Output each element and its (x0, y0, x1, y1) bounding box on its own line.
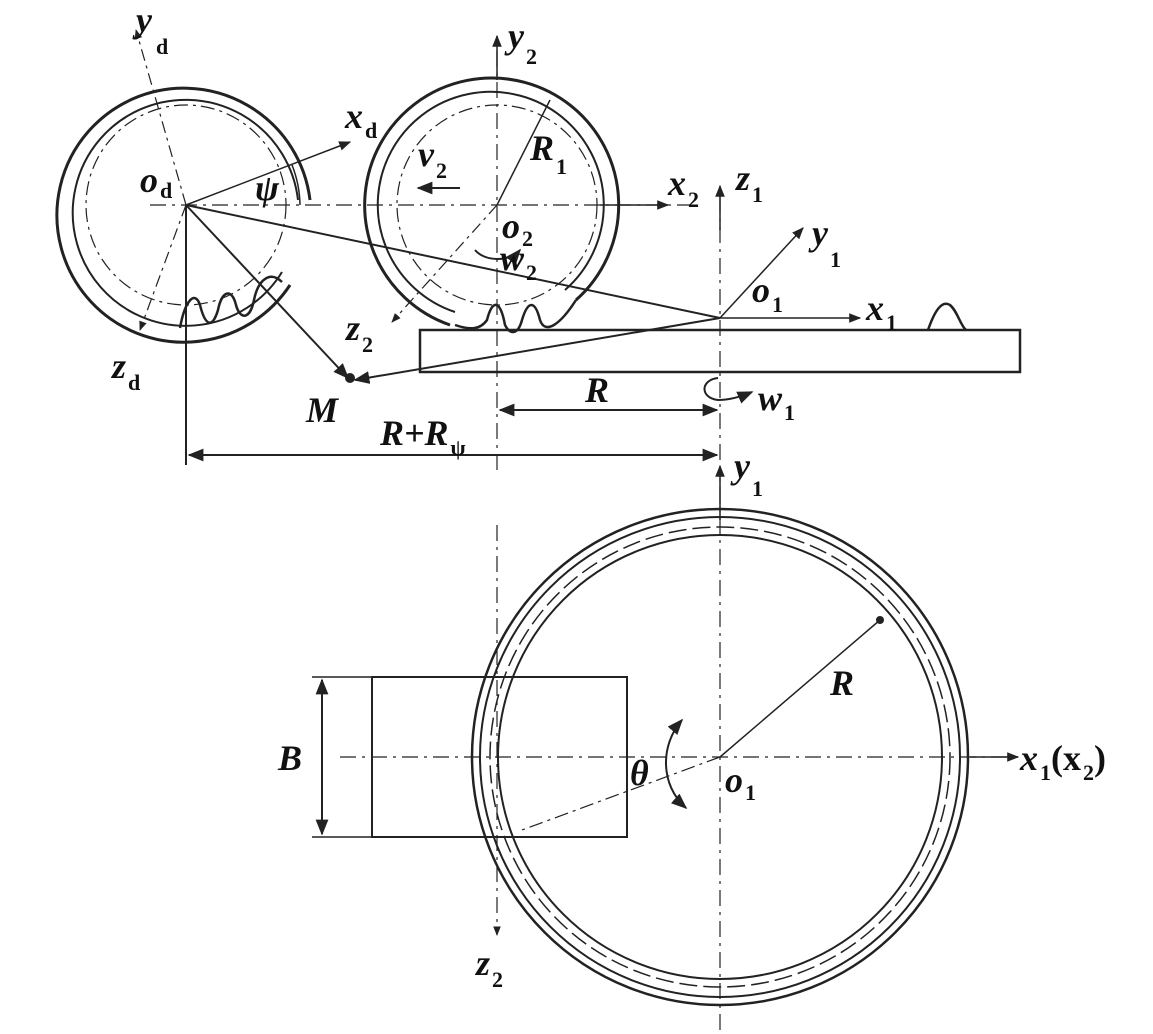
label-o1-bottom: o1 (725, 760, 756, 805)
psi-angle-arc (291, 164, 301, 206)
label-v2: v2 (418, 134, 447, 183)
theta-ray (521, 756, 721, 831)
label-R-bottom: R (829, 663, 854, 703)
zd-axis (139, 204, 187, 331)
tool-wheel-d (55, 86, 312, 344)
label-R-plus-Rpsi: R+Rψ (379, 413, 466, 460)
label-z1: z1 (734, 158, 763, 207)
label-w1: w1 (758, 378, 795, 425)
label-o2: o2 (502, 206, 533, 251)
y1-top-axis (719, 227, 804, 319)
label-z2-top: z2 (344, 308, 373, 357)
od-to-M-vector (185, 204, 350, 380)
od-to-o1-line (185, 204, 721, 319)
label-B: B (277, 738, 302, 778)
w2-rotation-arc (474, 248, 522, 266)
label-y1-top: y1 (808, 213, 841, 272)
workpiece-bump (926, 302, 967, 331)
theta-angle-arc (665, 718, 688, 810)
label-M: M (305, 390, 340, 430)
label-theta: θ (630, 753, 649, 793)
yd-axis (134, 29, 187, 206)
label-x1-top: x1 (865, 288, 897, 335)
label-R-top: R (584, 370, 609, 410)
label-od: od (140, 160, 172, 203)
z2-top-axis (391, 204, 498, 323)
label-yd: yd (132, 0, 168, 59)
tool-footprint-rect (371, 676, 628, 838)
R1-radius (496, 99, 551, 206)
label-y2: y2 (504, 16, 537, 69)
R-bottom-radius-end (876, 616, 884, 624)
label-x1x2: x1(x2) (1019, 738, 1106, 785)
xd-axis (185, 141, 352, 206)
point-M (345, 373, 355, 383)
o1-to-M-vector (353, 317, 721, 384)
label-psi: ψ (255, 168, 280, 208)
label-R1: R1 (529, 128, 567, 179)
label-x2: x2 (667, 163, 699, 212)
label-xd: xd (344, 96, 377, 143)
R-bottom-radius (719, 619, 881, 758)
w1-rotation-arc (703, 377, 754, 404)
label-zd: zd (110, 346, 140, 395)
label-o1-top: o1 (752, 270, 783, 317)
label-z2-bottom: z2 (474, 943, 503, 992)
label-w2: w2 (500, 238, 537, 285)
label-y1-bottom: y1 (730, 446, 763, 501)
